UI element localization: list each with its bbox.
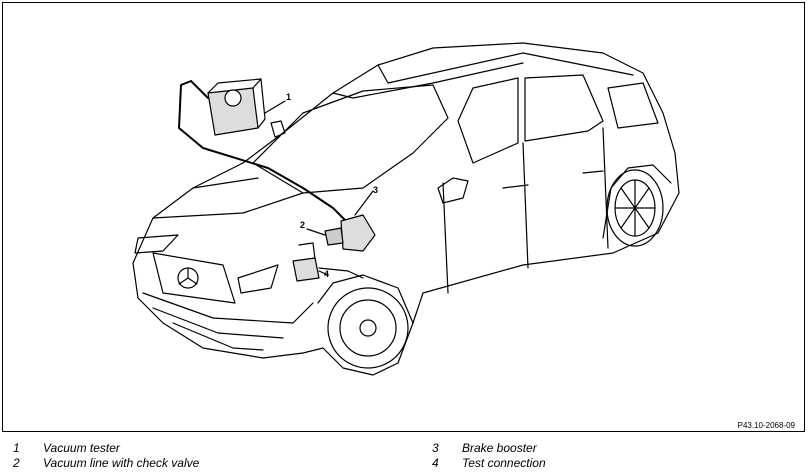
windshield — [252, 84, 449, 194]
legend-number: 4 — [432, 456, 439, 470]
front-wheel — [327, 287, 409, 369]
legend-text: Vacuum line with check valve — [43, 456, 200, 470]
grille — [152, 252, 236, 304]
legend: 1 Vacuum tester 2 Vacuum line with check… — [0, 437, 811, 475]
legend-number: 1 — [13, 441, 20, 455]
legend-number: 2 — [13, 456, 20, 470]
leader-line-1 — [264, 100, 286, 114]
rear-wheel — [606, 169, 664, 247]
callout-4: 4 — [324, 269, 329, 279]
side-window-front — [457, 77, 519, 164]
leader-line-4 — [318, 270, 329, 276]
side-window-rear — [524, 74, 604, 142]
headlight-left — [134, 234, 179, 254]
car-body-outline — [132, 42, 680, 376]
legend-text: Brake booster — [462, 441, 537, 455]
headlight-right — [237, 264, 279, 294]
callout-3: 3 — [373, 185, 378, 195]
check-valve — [324, 227, 344, 246]
leader-line-2 — [306, 228, 326, 236]
callout-1: 1 — [286, 92, 291, 102]
vacuum-hose — [178, 80, 349, 224]
brake-booster — [340, 214, 376, 252]
car-illustration: 1 2 3 4 — [132, 42, 680, 376]
test-connection — [292, 257, 320, 282]
legend-text: Vacuum tester — [43, 441, 120, 455]
illustration-frame: 1 2 3 4 P43.10-2068-09 — [2, 2, 805, 432]
legend-number: 3 — [432, 441, 439, 455]
legend-text: Test connection — [462, 456, 546, 470]
leader-line-3 — [354, 190, 374, 216]
callout-2: 2 — [300, 220, 305, 230]
figure-id: P43.10-2068-09 — [737, 421, 795, 430]
